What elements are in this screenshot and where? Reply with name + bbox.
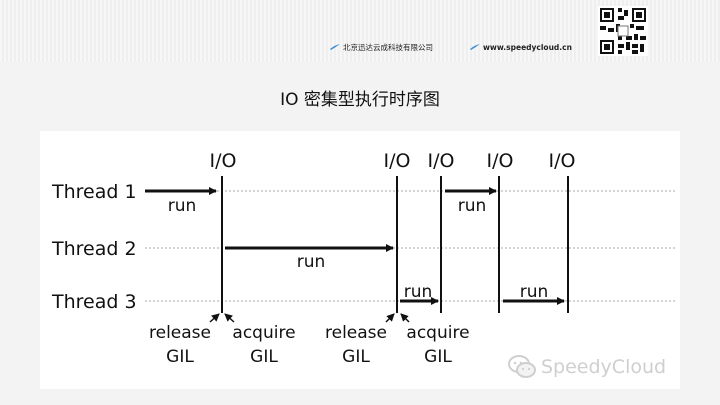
- gil-event-label: release: [325, 323, 387, 343]
- gil-pointer-arrow: [400, 313, 410, 323]
- thread-label: Thread 2: [51, 238, 137, 260]
- run-label: run: [520, 282, 549, 302]
- gil-event-label: GIL: [250, 347, 278, 367]
- wechat-icon: [508, 355, 536, 378]
- gil-event-label: GIL: [424, 347, 452, 367]
- io-label: I/O: [428, 150, 455, 172]
- io-label: I/O: [210, 150, 237, 172]
- gil-event-label: acquire: [406, 323, 469, 343]
- io-label: I/O: [384, 150, 411, 172]
- watermark: SpeedyCloud: [507, 352, 666, 382]
- thread-label: Thread 3: [51, 291, 137, 313]
- thread-label: Thread 1: [51, 181, 137, 203]
- swoosh-icon: [470, 44, 480, 50]
- slide-title: IO 密集型执行时序图: [280, 90, 440, 110]
- header-strip: 北京迅达云成科技有限公司 www.speedycloud.cn: [0, 0, 720, 62]
- website-url[interactable]: www.speedycloud.cn: [483, 42, 572, 52]
- qr-code-icon: [598, 6, 648, 56]
- gil-timing-diagram: Thread 1 Thread 2 Thread 3 I/O I/O I/O I…: [40, 131, 680, 389]
- gil-event-label: acquire: [232, 323, 295, 343]
- timing-diagram-canvas: Thread 1 Thread 2 Thread 3 I/O I/O I/O I…: [51, 150, 675, 367]
- gil-event-label: release: [149, 323, 211, 343]
- website-brand: www.speedycloud.cn: [470, 40, 572, 54]
- gil-pointer-arrow: [385, 313, 395, 323]
- watermark-text: SpeedyCloud: [541, 356, 667, 378]
- run-label: run: [297, 252, 326, 272]
- run-label: run: [168, 196, 197, 216]
- swoosh-icon: [330, 44, 340, 50]
- run-label: run: [458, 196, 487, 216]
- run-label: run: [404, 282, 433, 302]
- company-brand: 北京迅达云成科技有限公司: [330, 40, 433, 54]
- gil-pointer-arrow: [209, 313, 220, 323]
- gil-pointer-arrow: [224, 313, 235, 323]
- io-label: I/O: [549, 150, 576, 172]
- io-label: I/O: [487, 150, 514, 172]
- company-name: 北京迅达云成科技有限公司: [343, 42, 433, 52]
- gil-event-label: GIL: [342, 347, 370, 367]
- gil-event-label: GIL: [166, 347, 194, 367]
